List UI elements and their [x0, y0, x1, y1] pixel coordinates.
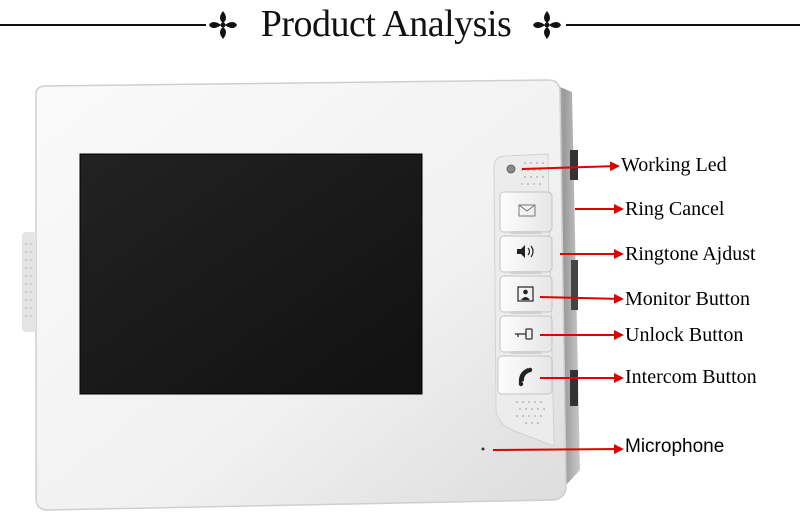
page-title: Product Analysis — [260, 3, 512, 45]
intercom-button[interactable] — [497, 355, 553, 395]
side-port — [570, 150, 578, 180]
handset-icon — [518, 367, 533, 387]
microphone-hole — [481, 447, 485, 451]
side-port — [570, 370, 578, 406]
speaker-grille-left — [22, 232, 36, 332]
label-working-led: Working Led — [621, 154, 727, 176]
header-rule-right — [566, 24, 800, 26]
working-led — [506, 164, 516, 174]
monitor-button[interactable] — [499, 275, 553, 314]
ringtone-adjust-button[interactable] — [499, 235, 553, 274]
speaker-icon — [517, 245, 534, 258]
label-intercom-button: Intercom Button — [625, 366, 757, 388]
bottom-grille — [516, 401, 545, 424]
top-grille — [521, 162, 544, 185]
person-icon — [517, 286, 534, 302]
label-monitor-button: Monitor Button — [625, 288, 751, 310]
label-microphone: Microphone — [625, 436, 725, 457]
unlock-button[interactable] — [499, 315, 553, 354]
label-ringtone-adjust: Ringtone Ajdust — [625, 243, 756, 265]
ring-cancel-button[interactable] — [499, 191, 553, 234]
fleur-de-lis-left-icon — [209, 11, 237, 39]
fleur-de-lis-right-icon — [533, 11, 561, 39]
label-ring-cancel: Ring Cancel — [625, 198, 725, 220]
key-icon — [515, 328, 533, 340]
envelope-icon — [518, 204, 536, 217]
display-screen — [79, 153, 423, 395]
label-unlock-button: Unlock Button — [625, 324, 744, 346]
side-port — [571, 260, 578, 310]
header: Product Analysis — [0, 0, 800, 50]
header-rule-left — [0, 24, 206, 26]
